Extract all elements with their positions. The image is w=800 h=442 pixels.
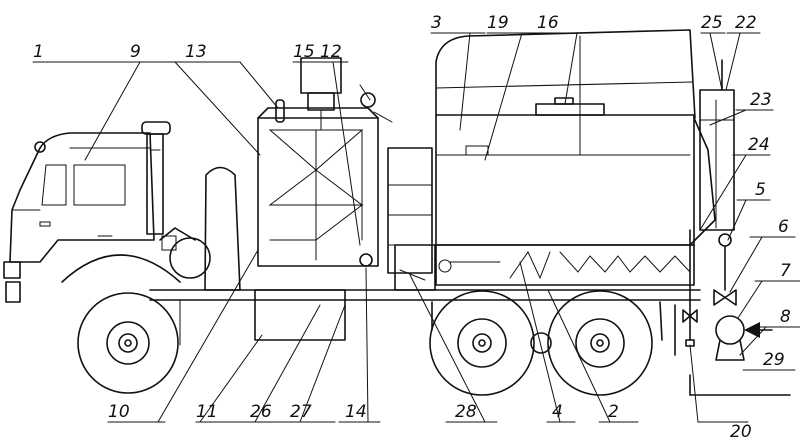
- pump-motor: [159, 227, 211, 279]
- rear-wheel-1: [429, 290, 535, 396]
- screw-conveyor: [435, 244, 695, 286]
- callout-4: 4: [552, 402, 563, 422]
- callout-9: 9: [130, 42, 141, 62]
- callout-16: 16: [537, 13, 559, 33]
- callout-25: 25: [701, 13, 723, 33]
- truck-cab: [3, 132, 155, 303]
- callout-27: 27: [290, 402, 312, 422]
- callout-28: 28: [455, 402, 477, 422]
- leader-lines: [32, 32, 800, 423]
- callout-1: 1: [33, 42, 44, 62]
- callout-23: 23: [750, 90, 772, 110]
- rear-wheel-2: [547, 290, 653, 396]
- axle-hub: [431, 301, 663, 354]
- exhaust-stack: [141, 121, 171, 235]
- callout-7: 7: [780, 261, 791, 281]
- boiler-unit: [257, 57, 393, 267]
- callout-29: 29: [763, 350, 785, 370]
- callout-12: 12: [320, 42, 342, 62]
- fuel-tank: [204, 166, 241, 291]
- callout-22: 22: [735, 13, 757, 33]
- valve-assembly: [674, 229, 791, 396]
- front-wheel: [61, 254, 181, 394]
- callout-5: 5: [755, 180, 766, 200]
- callout-10: 10: [108, 402, 130, 422]
- callout-26: 26: [250, 402, 272, 422]
- callout-8: 8: [780, 307, 791, 327]
- callout-20: 20: [730, 422, 752, 442]
- callout-19: 19: [487, 13, 509, 33]
- callout-13: 13: [185, 42, 207, 62]
- callout-24: 24: [748, 135, 770, 155]
- chassis-frame: [149, 244, 701, 346]
- callout-2: 2: [608, 402, 619, 422]
- callout-11: 11: [196, 402, 218, 422]
- callout-6: 6: [778, 217, 789, 237]
- discharge-pipe: [699, 59, 735, 231]
- callout-3: 3: [431, 13, 442, 33]
- callout-labels: 1 9 13 15 12 3 19 16 25 22 23 24 5 6 7 8…: [33, 13, 791, 442]
- main-tank: [435, 29, 716, 246]
- callout-14: 14: [345, 402, 367, 422]
- callout-15: 15: [293, 42, 315, 62]
